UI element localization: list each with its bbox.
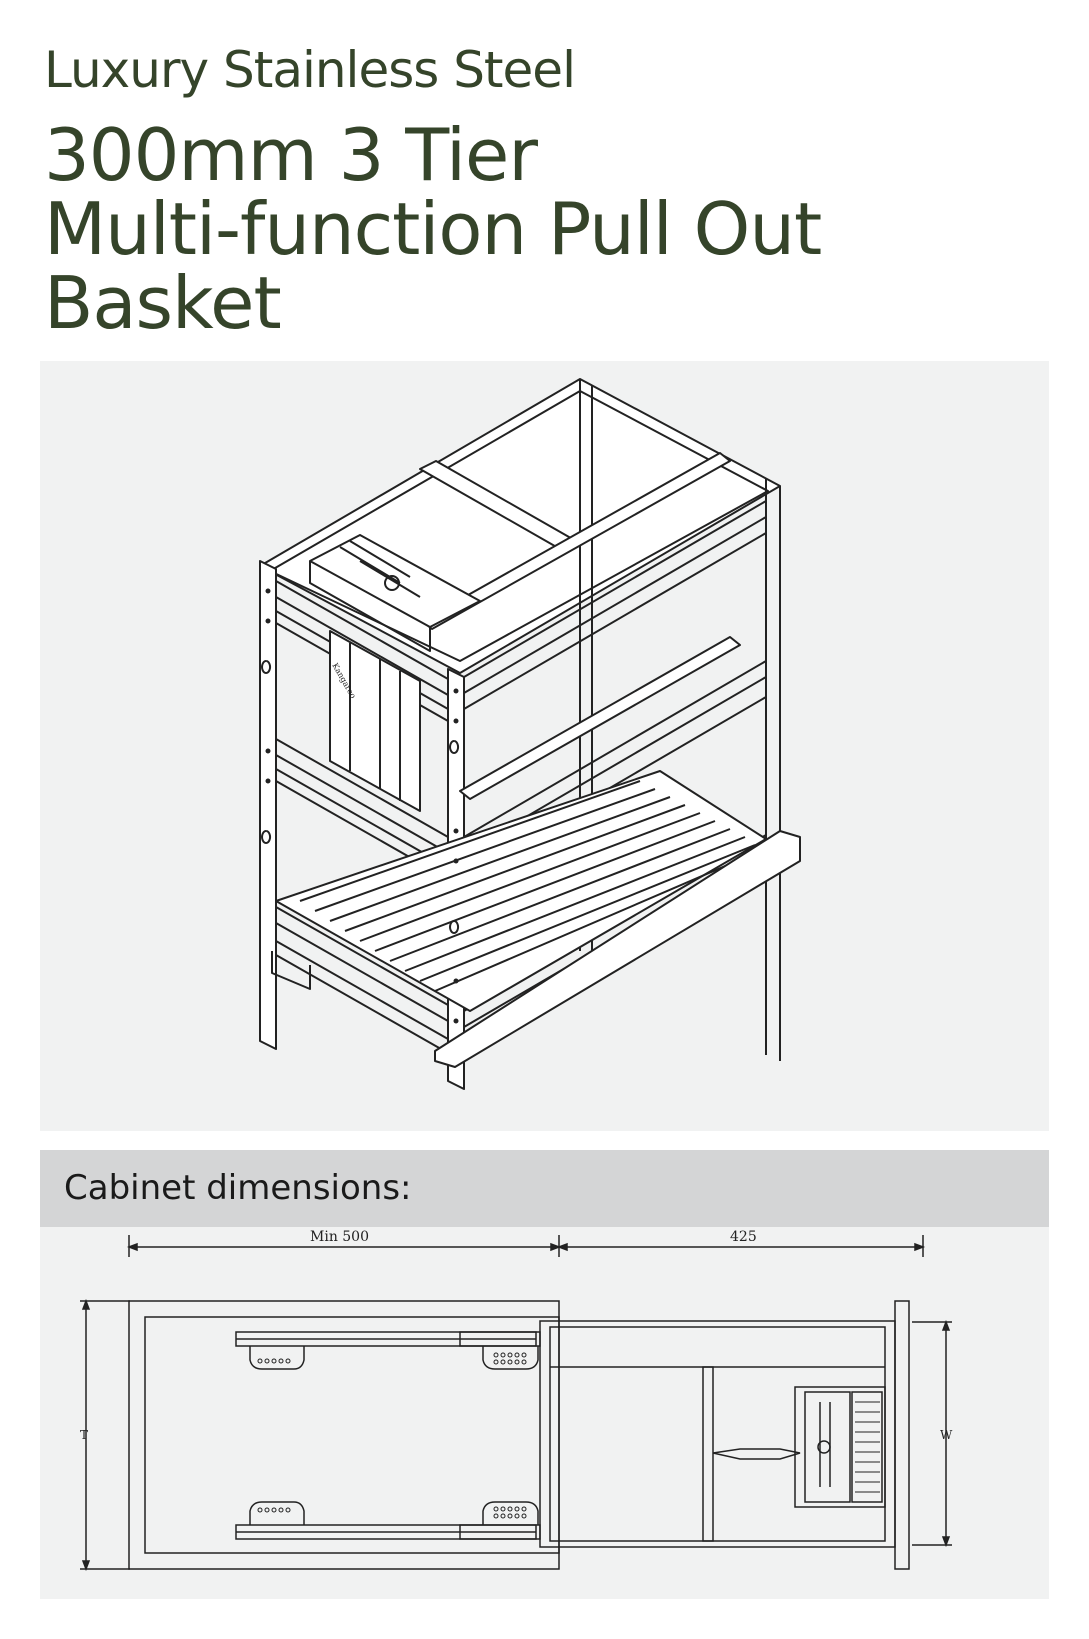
dimensions-heading: Cabinet dimensions:: [64, 1168, 412, 1208]
width-label: W: [940, 1428, 953, 1442]
product-image-panel: Kangaroo: [40, 361, 1049, 1131]
dimensions-panel: Min 500 425 T: [40, 1227, 1049, 1599]
extension-label: 425: [730, 1229, 757, 1245]
basket-isometric-drawing: Kangaroo: [259, 378, 801, 1090]
min-width-label: Min 500: [310, 1229, 369, 1245]
product-title-line-1: 300mm 3 Tier: [44, 113, 538, 197]
cabinet-plan-drawing: Min 500 425 T: [80, 1229, 953, 1572]
product-title-line-2: Multi-function Pull Out: [44, 187, 822, 271]
dimensions-header: Cabinet dimensions:: [40, 1150, 1049, 1227]
product-title-line-3: Basket: [44, 261, 282, 345]
depth-label: T: [80, 1428, 88, 1442]
product-subtitle: Luxury Stainless Steel: [44, 41, 576, 99]
